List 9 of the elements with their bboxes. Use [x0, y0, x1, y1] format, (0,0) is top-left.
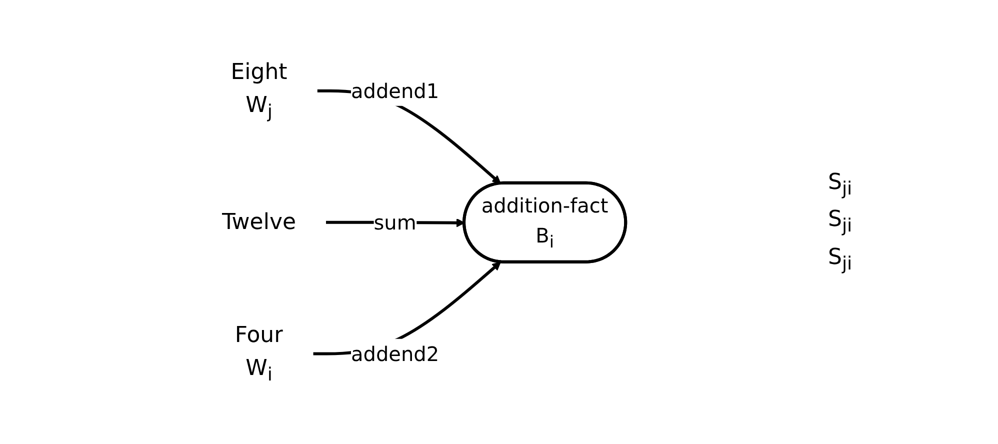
weight-label: S$_{ji}$ [828, 244, 854, 274]
node-text: Eight W$_{j}$ [230, 60, 288, 122]
edge-label: addend1 [351, 78, 440, 103]
node-text: Twelve [222, 209, 296, 234]
edge-label: addend2 [351, 341, 440, 366]
node-text: Four W$_{i}$ [235, 322, 284, 385]
weight-label: S$_{ji}$ [828, 207, 854, 237]
edge-label: sum [374, 210, 416, 234]
weight-label: S$_{ji}$ [828, 170, 854, 200]
